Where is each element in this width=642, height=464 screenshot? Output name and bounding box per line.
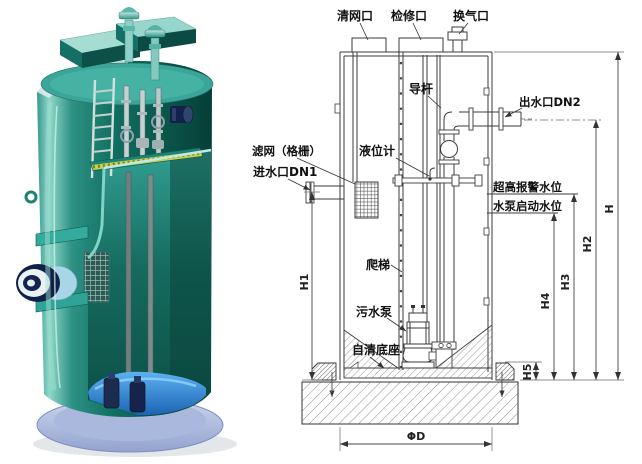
wall-tab — [334, 103, 341, 114]
level-gauge-assembly — [392, 167, 483, 187]
dim-h3: H3 — [559, 274, 572, 291]
dim-h4: H4 — [539, 292, 552, 309]
label-level-gauge: 液位计 — [359, 143, 395, 158]
interior-piping — [120, 85, 165, 165]
vent-cap-right — [144, 25, 166, 81]
wall-bracket — [483, 227, 490, 236]
basket-rails — [352, 52, 358, 182]
top-deck — [40, 62, 214, 106]
dimension-lines — [309, 52, 621, 447]
interior-shadow — [170, 150, 211, 412]
outlet-pipe — [459, 107, 534, 131]
wall-bracket — [483, 87, 490, 96]
level-gauge-hook — [429, 167, 436, 178]
vent-cap-left — [118, 7, 140, 63]
guide-rod-lines — [436, 55, 441, 342]
label-self-cleaning-base: 自清底座 — [352, 342, 400, 357]
outlet-port-3d — [170, 105, 194, 124]
tank-3d-render — [16, 7, 237, 457]
submersible-pumps — [103, 372, 146, 413]
filter-screen-box — [354, 181, 379, 219]
label-sewage-pump: 污水泵 — [356, 304, 392, 319]
vent-pipe — [447, 26, 468, 53]
label-outlet: 出水口DN2 — [519, 95, 581, 109]
label-vent-port: 换气口 — [453, 8, 489, 23]
label-filter-screen: 滤网（格栅） — [252, 144, 321, 158]
lifting-hook — [24, 190, 38, 204]
label-guide-rod: 导杆 — [409, 81, 433, 96]
ladder-schematic — [398, 52, 404, 370]
wall-bracket — [483, 157, 490, 166]
body-sheen — [44, 101, 57, 391]
access-port-hatch — [398, 37, 444, 53]
label-access-port: 检修口 — [391, 8, 427, 23]
label-pump-start-level: 水泵启动水位 — [493, 199, 562, 213]
clean-port-hatch — [351, 37, 387, 53]
wall-bracket — [483, 297, 490, 306]
foundation-slab — [301, 381, 519, 425]
valve-handwheel — [120, 129, 134, 143]
dim-h2: H2 — [581, 236, 594, 253]
schematic-drawing: 清网口 检修口 换气口 导杆 出水口DN2 滤网（格栅） 液位计 进水口DN1 … — [252, 8, 624, 451]
sensor-rod-lines — [422, 55, 428, 335]
dim-diameter: ΦD — [407, 430, 425, 443]
dim-h5: H5 — [521, 364, 534, 381]
label-inlet: 进水口DN1 — [253, 164, 317, 179]
label-clean-port: 清网口 — [337, 8, 373, 23]
dim-h: H — [603, 204, 616, 213]
cut-edge-top — [103, 148, 212, 170]
label-alarm-level: 超高报警水位 — [492, 180, 562, 194]
label-ladder: 爬梯 — [365, 257, 390, 272]
valve-handwheel — [151, 115, 165, 129]
dim-h1: H1 — [298, 274, 311, 291]
benching — [343, 324, 493, 379]
cut-edge — [87, 167, 106, 260]
leader-lines — [287, 22, 523, 369]
check-valve-assembly — [438, 111, 460, 350]
